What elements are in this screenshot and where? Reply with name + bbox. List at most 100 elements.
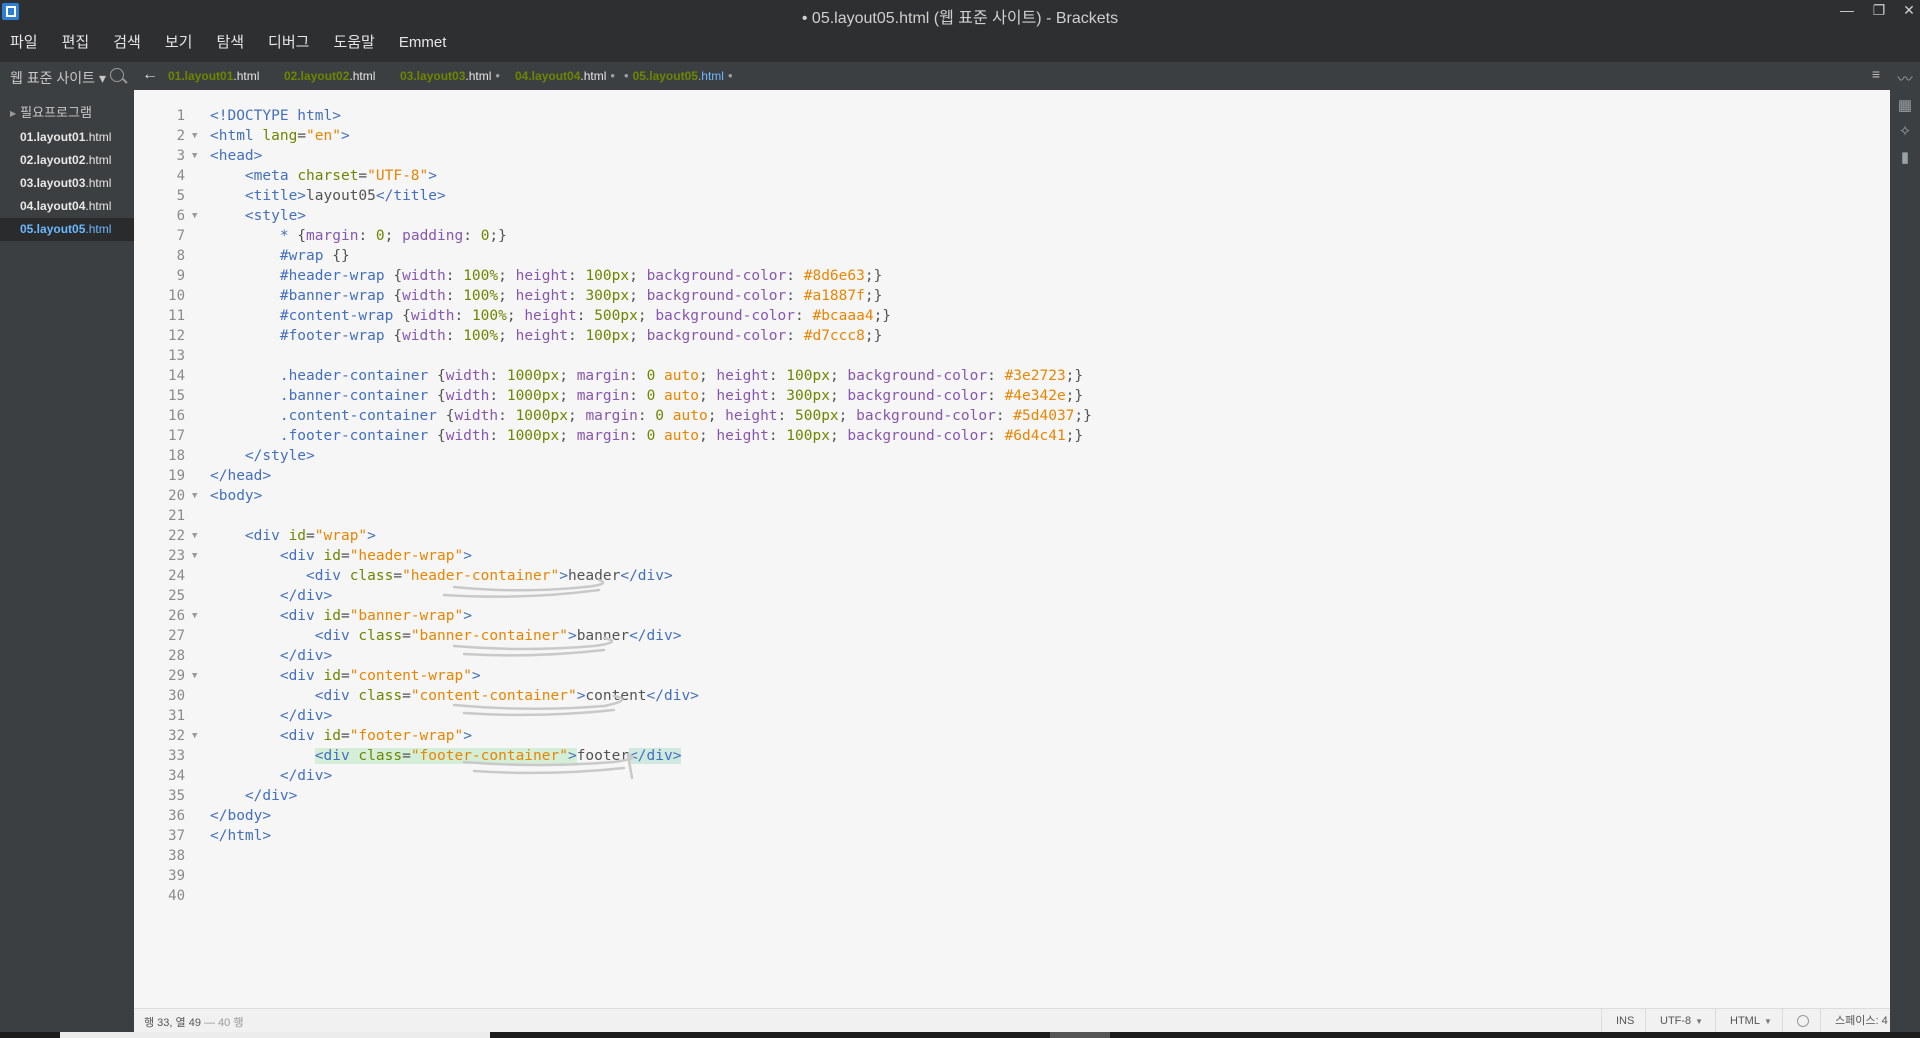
language-select[interactable]: HTML▼ (1715, 1009, 1786, 1033)
tab-layout03[interactable]: 03.layout03.html• (400, 62, 500, 90)
code-line-14: .header-container {width: 1000px; margin… (279, 368, 1084, 384)
tab-list-menu-icon[interactable]: ≡ (1871, 66, 1880, 82)
caret-down-icon: ▼ (1763, 1017, 1772, 1026)
cursor-position[interactable]: 행 33, 열 49 — 40 행 (144, 1014, 243, 1030)
book-icon[interactable]: ▮ (1900, 149, 1910, 166)
line-number: 34 (168, 768, 185, 784)
fold-toggle-icon[interactable]: ▼ (192, 211, 198, 221)
code-line-27: <div class="banner-container">banner</di… (314, 628, 682, 644)
line-number: 38 (168, 848, 185, 864)
code-line-6: <style> (244, 208, 307, 224)
line-number: 17 (168, 428, 185, 444)
code-line-37: </html> (210, 828, 272, 844)
fold-toggle-icon[interactable]: ▼ (192, 731, 198, 741)
code-line-5: <title>layout05</title> (244, 188, 446, 204)
tab-ext: .html (349, 69, 376, 83)
code-line-10: #banner-wrap {width: 100%; height: 300px… (279, 288, 883, 304)
menu-find[interactable]: 검색 (113, 34, 141, 51)
minimize-button[interactable]: — (1840, 2, 1854, 18)
code-line-16: .content-container {width: 1000px; margi… (279, 408, 1092, 424)
extension-manager-icon[interactable]: ▦ (1897, 97, 1913, 114)
tab-name: 04.layout04 (515, 69, 581, 83)
line-number: 14 (168, 368, 185, 384)
line-number: 1 (176, 108, 185, 124)
code-line-30: <div class="content-container">content</… (314, 688, 699, 704)
line-number: 8 (176, 248, 185, 264)
fold-toggle-icon[interactable]: ▼ (192, 131, 198, 141)
file-name: 04.layout04 (20, 199, 86, 213)
menu-file[interactable]: 파일 (10, 34, 38, 51)
line-number: 28 (168, 648, 185, 664)
magic-wand-icon[interactable]: ✧ (1898, 123, 1912, 140)
fold-toggle-icon[interactable]: ▼ (192, 671, 198, 681)
menu-view[interactable]: 보기 (164, 34, 193, 51)
unsaved-dot-icon: • (727, 68, 733, 83)
tab-name: 03.layout03 (400, 69, 466, 83)
tab-layout05[interactable]: •05.layout05.html• (624, 62, 733, 90)
tab-layout02[interactable]: 02.layout02.html (284, 62, 375, 90)
code-line-8: #wrap {} (279, 248, 350, 264)
maximize-button[interactable]: ❐ (1872, 2, 1886, 18)
code-line-28: </div> (279, 648, 333, 664)
code-line-23: <div id="header-wrap"> (279, 548, 472, 564)
tab-ext: .html (580, 69, 607, 83)
unsaved-dot-icon: • (610, 68, 615, 83)
code-line-34: </div> (279, 768, 333, 784)
line-number: 26▼ (168, 608, 198, 624)
fold-toggle-icon[interactable]: ▼ (192, 151, 198, 161)
fold-toggle-icon[interactable]: ▼ (192, 611, 198, 621)
fold-toggle-icon[interactable]: ▼ (192, 551, 198, 561)
fold-toggle-icon[interactable]: ▼ (192, 491, 198, 501)
indent-setting[interactable]: 스페이스: 4 (1820, 1009, 1902, 1033)
code-line-17: .footer-container {width: 1000px; margin… (279, 428, 1084, 444)
live-preview-icon[interactable]: 〰 (1897, 71, 1913, 88)
insert-mode-toggle[interactable]: INS (1601, 1009, 1648, 1033)
menu-bar: 파일 편집 검색 보기 탐색 디버그 도움말 Emmet (0, 27, 1920, 54)
status-bar: 행 33, 열 49 — 40 행 INS UTF-8▼ HTML▼ 스페이스:… (134, 1008, 1890, 1033)
search-icon[interactable] (110, 68, 124, 82)
file-item-layout02[interactable]: 02.layout02.html (0, 149, 134, 172)
taskbar-item[interactable] (60, 1032, 490, 1038)
file-item-layout05[interactable]: 05.layout05.html (0, 218, 134, 241)
encoding-label: UTF-8 (1660, 1015, 1692, 1027)
folder-item[interactable]: ▶필요프로그램 (10, 102, 92, 121)
code-line-33: <div class="footer-container">footer</di… (314, 748, 682, 764)
code-line-20: <body> (210, 488, 263, 504)
menu-help[interactable]: 도움말 (333, 34, 375, 51)
line-number: 39 (168, 868, 185, 884)
code-line-31: </div> (279, 708, 333, 724)
fold-toggle-icon[interactable]: ▼ (192, 531, 198, 541)
line-number: 15 (168, 388, 185, 404)
file-ext: .html (85, 130, 112, 144)
code-line-21 (210, 506, 1890, 526)
line-number: 11 (168, 308, 185, 324)
file-item-layout04[interactable]: 04.layout04.html (0, 195, 134, 218)
project-dropdown[interactable]: 웹 표준 사이트 ▾ (10, 70, 106, 86)
file-item-layout03[interactable]: 03.layout03.html (0, 172, 134, 195)
close-button[interactable]: ✕ (1903, 2, 1915, 18)
menu-navigate[interactable]: 탐색 (216, 34, 245, 51)
code-line-13 (210, 346, 1890, 366)
menu-debug[interactable]: 디버그 (268, 34, 310, 51)
line-number: 22▼ (168, 528, 198, 544)
tab-layout01[interactable]: 01.layout01.html (168, 62, 259, 90)
line-count: — 40 행 (200, 1017, 244, 1029)
menu-emmet[interactable]: Emmet (398, 34, 447, 51)
line-number: 12 (168, 328, 185, 344)
encoding-select[interactable]: UTF-8▼ (1645, 1009, 1717, 1033)
tab-layout04[interactable]: 04.layout04.html• (515, 62, 615, 90)
line-number: 23▼ (168, 548, 198, 564)
unsaved-dot-icon: • (495, 68, 500, 83)
code-line-22: <div id="wrap"> (244, 528, 376, 544)
linter-status[interactable] (1782, 1009, 1823, 1033)
back-arrow-icon[interactable]: ← (142, 66, 158, 83)
code-area[interactable]: <!DOCTYPE html> <html lang="en"> <head> … (210, 106, 1890, 906)
menu-edit[interactable]: 편집 (61, 34, 90, 51)
title-bar: • 05.layout05.html (웹 표준 사이트) - Brackets… (0, 0, 1920, 27)
file-item-layout01[interactable]: 01.layout01.html (0, 126, 134, 149)
line-number: 29▼ (168, 668, 198, 684)
taskbar-item[interactable] (1050, 1032, 1110, 1038)
line-number: 4 (176, 168, 185, 184)
